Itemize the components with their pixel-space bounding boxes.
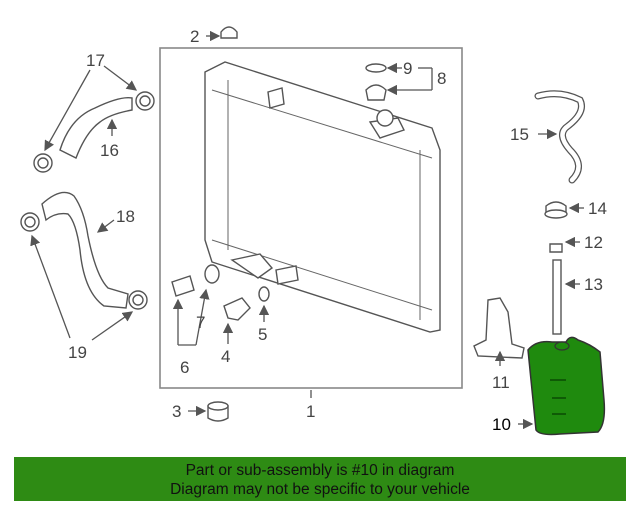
banner-line-1: Part or sub-assembly is #10 in diagram bbox=[185, 462, 455, 479]
callout-15: 15 bbox=[510, 125, 529, 144]
upper-hose-part-16[interactable] bbox=[59, 97, 133, 159]
callout-19: 19 bbox=[68, 343, 87, 362]
callout-9: 9 bbox=[403, 59, 412, 78]
callout-11: 11 bbox=[492, 373, 510, 392]
callout-7: 7 bbox=[196, 313, 205, 332]
sensor-part-4[interactable] bbox=[223, 297, 251, 321]
callout-8: 8 bbox=[437, 69, 446, 88]
clamp-part-19-top[interactable] bbox=[20, 212, 40, 232]
clamp-part-17-left[interactable] bbox=[33, 153, 53, 173]
callout-14: 14 bbox=[588, 199, 607, 218]
callout-6: 6 bbox=[180, 358, 189, 377]
clamp-part-19-bottom[interactable] bbox=[128, 290, 148, 310]
coolant-reservoir-part-10[interactable] bbox=[527, 336, 606, 436]
radiator[interactable] bbox=[204, 61, 441, 333]
drain-plug-part-6[interactable] bbox=[171, 275, 195, 297]
reservoir-cap-part-14[interactable] bbox=[544, 201, 568, 219]
radiator-group-frame bbox=[159, 47, 463, 389]
banner-line-2: Diagram may not be specific to your vehi… bbox=[170, 481, 470, 498]
callout-2: 2 bbox=[190, 27, 199, 46]
washer-part-5[interactable] bbox=[258, 286, 270, 302]
callout-5: 5 bbox=[258, 325, 267, 344]
clamp-part-17-top[interactable] bbox=[135, 91, 155, 111]
callout-4: 4 bbox=[221, 347, 230, 366]
callout-17: 17 bbox=[86, 51, 105, 70]
radiator-cap-part-8[interactable] bbox=[365, 84, 387, 101]
info-banner: Part or sub-assembly is #10 in diagram D… bbox=[14, 457, 626, 501]
callout-18: 18 bbox=[116, 207, 135, 226]
callout-16: 16 bbox=[100, 141, 119, 160]
o-ring-part-7[interactable] bbox=[204, 264, 220, 284]
callout-3: 3 bbox=[172, 402, 181, 421]
grommet-part-12[interactable] bbox=[549, 243, 563, 253]
grommet-part-3[interactable] bbox=[207, 401, 229, 422]
overflow-hose-part-15[interactable] bbox=[534, 90, 585, 184]
bracket-part-11[interactable] bbox=[473, 297, 525, 359]
callout-10: 10 bbox=[492, 415, 511, 434]
washer-part-9[interactable] bbox=[365, 63, 387, 73]
tube-part-13[interactable] bbox=[552, 259, 562, 335]
callout-1: 1 bbox=[306, 402, 315, 421]
cap-part-2[interactable] bbox=[220, 26, 238, 39]
lower-hose-part-18[interactable] bbox=[41, 191, 129, 309]
callout-13: 13 bbox=[584, 275, 603, 294]
callout-12: 12 bbox=[584, 233, 603, 252]
